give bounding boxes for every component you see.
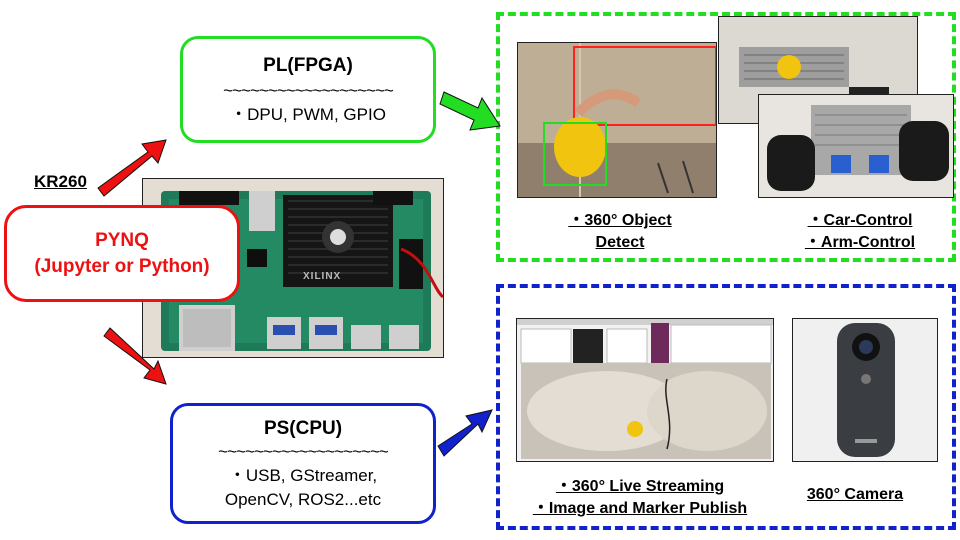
- caption-streaming: ・360° Live Streaming ・Image and Marker P…: [510, 476, 770, 520]
- ps-output-region: [496, 284, 956, 530]
- caption-marker-publish: ・Image and Marker Publish: [532, 500, 748, 517]
- pynq-subtitle: (Jupyter or Python): [34, 256, 210, 277]
- caption-object-detect-line2: Detect: [595, 234, 645, 251]
- red-arrow-down: [103, 327, 167, 385]
- robot-car-illustration: [759, 95, 953, 197]
- robot-arm-photo: [718, 16, 918, 124]
- pl-fpga-box: PL(FPGA) ~~~~~~~~~~~~~~~~~~~ ・DPU, PWM, …: [180, 36, 436, 143]
- caption-arm-control: ・Arm-Control: [804, 234, 916, 251]
- pynq-title: PYNQ: [95, 230, 149, 251]
- red-arrow-up: [97, 139, 167, 197]
- pl-fpga-title: PL(FPGA): [263, 55, 353, 76]
- caption-camera: 360° Camera: [806, 486, 904, 503]
- camera-360-illustration: [793, 319, 937, 461]
- pynq-box: PYNQ (Jupyter or Python): [4, 205, 240, 302]
- camera-360-photo: [792, 318, 938, 462]
- board-logo-text: XILINX: [303, 271, 342, 282]
- caption-object-detect-line1: ・360° Object: [568, 212, 672, 229]
- ps-cpu-divider: ~~~~~~~~~~~~~~~~~~~: [218, 442, 389, 461]
- pl-fpga-items: ・DPU, PWM, GPIO: [230, 105, 386, 124]
- caption-live-streaming: ・360° Live Streaming: [555, 478, 725, 495]
- caption-car-control: ・Car-Control: [807, 212, 913, 229]
- kr260-label: KR260: [34, 172, 87, 191]
- blue-arrow: [437, 409, 493, 457]
- caption-object-detect: ・360° Object Detect: [540, 210, 700, 254]
- pl-output-region: [496, 12, 956, 262]
- live-streaming-screenshot: [516, 318, 774, 462]
- ps-cpu-items-line2: OpenCV, ROS2...etc: [224, 490, 382, 509]
- robot-car-photo: [758, 94, 954, 198]
- ps-cpu-box: PS(CPU) ~~~~~~~~~~~~~~~~~~~ ・USB, GStrea…: [170, 403, 436, 524]
- pl-fpga-divider: ~~~~~~~~~~~~~~~~~~~: [223, 81, 394, 100]
- ps-cpu-title: PS(CPU): [263, 418, 343, 439]
- caption-robot-control: ・Car-Control ・Arm-Control: [770, 210, 950, 254]
- object-detect-photo: [517, 42, 717, 198]
- ps-cpu-items-line1: ・USB, GStreamer,: [228, 466, 378, 485]
- green-arrow: [439, 91, 501, 131]
- live-streaming-illustration: [517, 319, 773, 461]
- object-detect-illustration: [518, 43, 716, 197]
